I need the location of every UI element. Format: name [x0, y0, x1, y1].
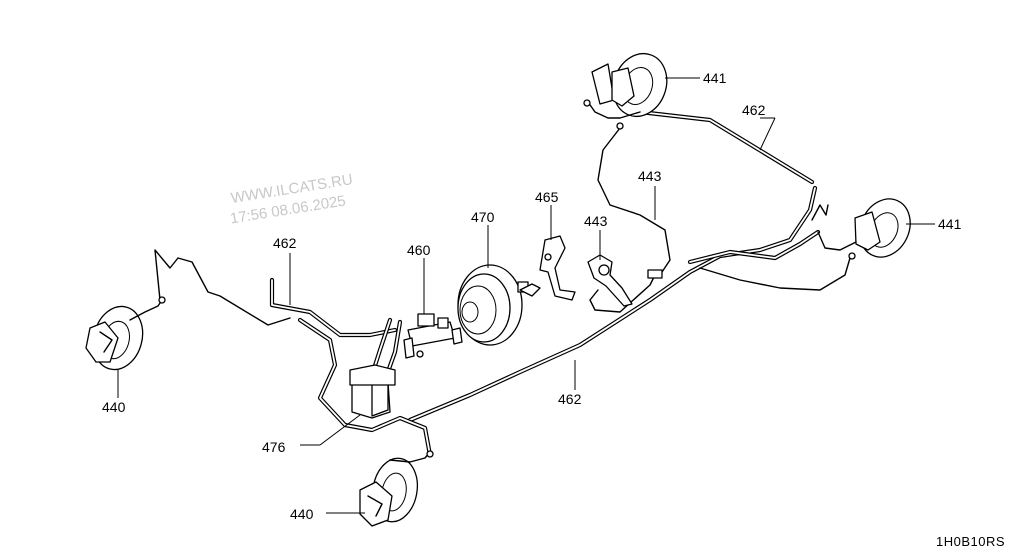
- parking-cable-right: [699, 257, 851, 291]
- master-cylinder: [403, 313, 463, 359]
- brake-pipes: [269, 185, 821, 458]
- callout-465: 465: [535, 189, 559, 205]
- hydraulic-unit: [349, 364, 396, 419]
- callout-476: 476: [262, 439, 286, 455]
- callout-440-left: 440: [102, 399, 126, 415]
- brake-pedal: [539, 235, 576, 301]
- callout-460: 460: [407, 242, 431, 258]
- brake-booster: [457, 264, 541, 346]
- callout-441-top: 441: [703, 70, 727, 86]
- callout-470: 470: [471, 209, 495, 225]
- callout-462-top: 462: [742, 102, 766, 118]
- callout-441-right: 441: [938, 216, 962, 232]
- front-brake-left: [85, 296, 166, 371]
- callout-labels: 441 462 441 443 443 465 470 460 462 440 …: [102, 70, 962, 522]
- callout-443-lower: 443: [584, 213, 608, 229]
- callout-462-left: 462: [273, 235, 297, 251]
- parking-brake-lever: [587, 254, 663, 307]
- callout-440-bottom: 440: [290, 506, 314, 522]
- front-brake-bottom: [359, 450, 434, 527]
- callout-462-bottom: 462: [558, 391, 582, 407]
- parking-cable-lever: [589, 274, 656, 313]
- callout-443-upper: 443: [638, 168, 662, 184]
- diagram-code: 1H0B10RS: [936, 534, 1005, 549]
- watermark: WWW.ILCATS.RU 17:56 08.06.2025: [229, 171, 354, 227]
- rear-brake-right: [817, 198, 911, 260]
- pipe-rear-top: [637, 109, 815, 185]
- pipe-left-front-zigzag: [154, 249, 291, 326]
- leader-lines: [117, 77, 935, 514]
- parking-cable-upper: [597, 127, 671, 276]
- pipe-rear-right-zig: [811, 204, 829, 221]
- rear-brake-upper: [583, 52, 668, 130]
